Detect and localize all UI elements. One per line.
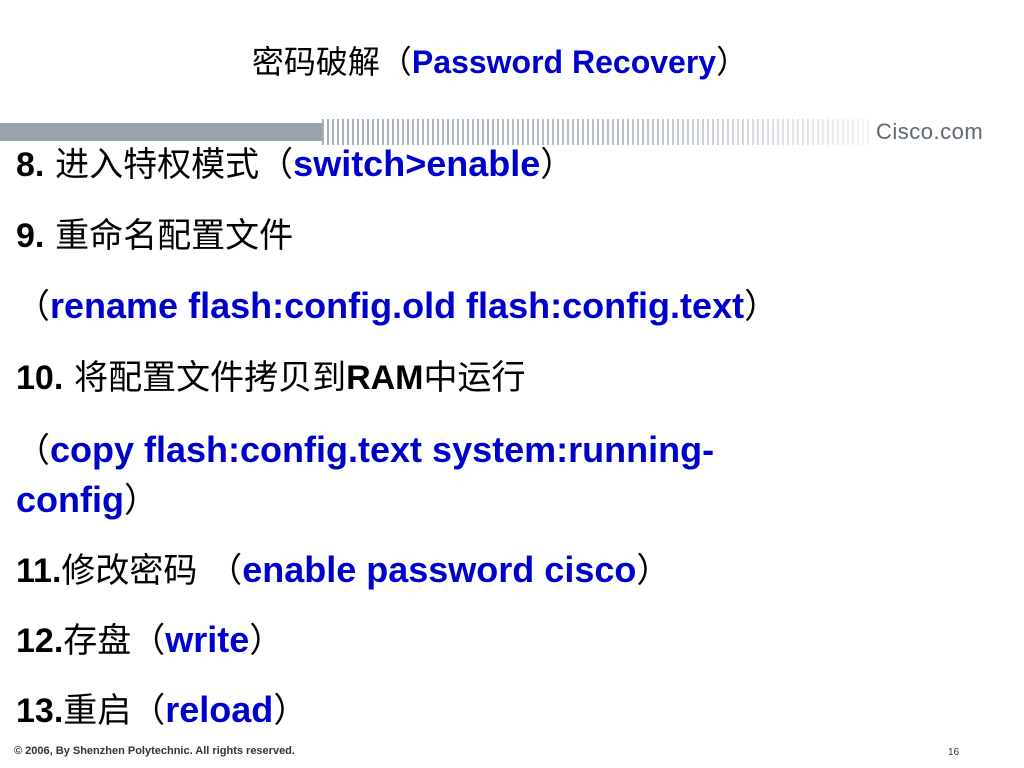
step-number: 13. xyxy=(16,692,64,730)
cisco-logo: Cisco.com xyxy=(876,119,984,144)
header-band: Cisco.com xyxy=(0,117,1024,147)
step-number: 11. xyxy=(16,552,62,590)
step-12: 12.存盘（write） xyxy=(16,616,283,665)
slide-title: 密码破解（Password Recovery） xyxy=(0,38,1000,86)
step-text: 将配置文件拷贝到 xyxy=(63,358,347,398)
step-9: 9. 重命名配置文件 xyxy=(16,212,293,260)
step-command: copy flash:config.text system:running- xyxy=(50,429,715,470)
step-number: 9. xyxy=(16,217,45,255)
step-10-command: （copy flash:config.text system:running- xyxy=(16,426,714,475)
step-13: 13.重启（reload） xyxy=(16,686,307,735)
band-striped-bar xyxy=(322,119,870,145)
step-text: 修改密码 （ xyxy=(61,551,243,591)
step-command: switch>enable xyxy=(293,143,541,184)
page-number: 16 xyxy=(948,747,960,758)
step-close: ） xyxy=(249,621,284,661)
step-command: rename flash:config.old flash:config.tex… xyxy=(50,285,745,326)
step-11: 11.修改密码 （enable password cisco） xyxy=(16,546,670,595)
step-open: （ xyxy=(16,431,50,471)
step-text: 重命名配置文件 xyxy=(44,216,294,256)
step-command: write xyxy=(165,619,250,660)
title-close: ） xyxy=(716,43,749,81)
step-text-2: 中运行 xyxy=(423,358,526,398)
copyright-notice: © 2006, By Shenzhen Polytechnic. All rig… xyxy=(14,745,295,757)
band-solid-bar xyxy=(0,123,322,141)
step-text: 重启（ xyxy=(63,691,166,731)
step-close: ） xyxy=(744,287,779,327)
step-number: 10. xyxy=(16,359,64,397)
step-close: ） xyxy=(123,481,158,521)
step-open: （ xyxy=(16,287,50,327)
step-command: config xyxy=(16,479,124,520)
step-number: 8. xyxy=(16,146,45,184)
step-9-command: （rename flash:config.old flash:config.te… xyxy=(16,282,778,331)
step-command: enable password cisco xyxy=(242,549,637,590)
step-close: ） xyxy=(636,551,671,591)
title-en: Password Recovery xyxy=(411,44,717,80)
step-text: 存盘（ xyxy=(63,621,166,661)
step-command: reload xyxy=(165,689,274,730)
title-zh: 密码破解（ xyxy=(251,43,412,81)
step-close: ） xyxy=(540,145,575,185)
step-ram: RAM xyxy=(346,359,424,397)
step-close: ） xyxy=(273,691,308,731)
step-10-command-cont: config） xyxy=(16,476,158,525)
step-number: 12. xyxy=(16,622,64,660)
step-8: 8. 进入特权模式（switch>enable） xyxy=(16,140,574,189)
step-10: 10. 将配置文件拷贝到RAM中运行 xyxy=(16,354,526,402)
step-text: 进入特权模式（ xyxy=(44,145,294,185)
